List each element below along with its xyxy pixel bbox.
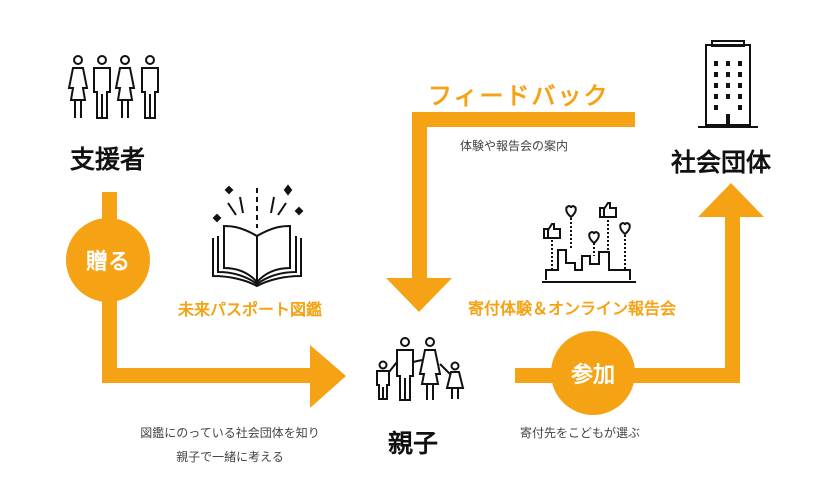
building-icon	[698, 40, 758, 128]
city-likes-icon	[542, 202, 636, 283]
give-badge: 贈る	[66, 218, 150, 302]
give-note-line: 図鑑にのっている社会団体を知り	[140, 426, 320, 440]
passport-book-label: 未来パスポート図鑑	[178, 300, 323, 319]
family-label: 親子	[388, 429, 439, 458]
people-group-icon	[67, 55, 159, 119]
donation-experience-label: 寄付体験＆オンライン報告会	[468, 299, 677, 318]
participate-note: 寄付先をこどもが選ぶ	[520, 426, 641, 440]
supporter-label: 支援者	[70, 145, 146, 174]
participate-badge: 参加	[551, 331, 635, 415]
give-note: 図鑑にのっている社会団体を知り 親子で一緒に考える	[110, 421, 350, 469]
feedback-label: フィードバック	[428, 82, 610, 110]
family-icon	[376, 337, 465, 401]
open-book-icon	[212, 184, 304, 288]
feedback-arrow	[386, 112, 635, 312]
give-note-line: 親子で一緒に考える	[176, 450, 284, 464]
feedback-note: 体験や報告会の案内	[460, 139, 569, 153]
organization-label: 社会団体	[671, 148, 772, 177]
